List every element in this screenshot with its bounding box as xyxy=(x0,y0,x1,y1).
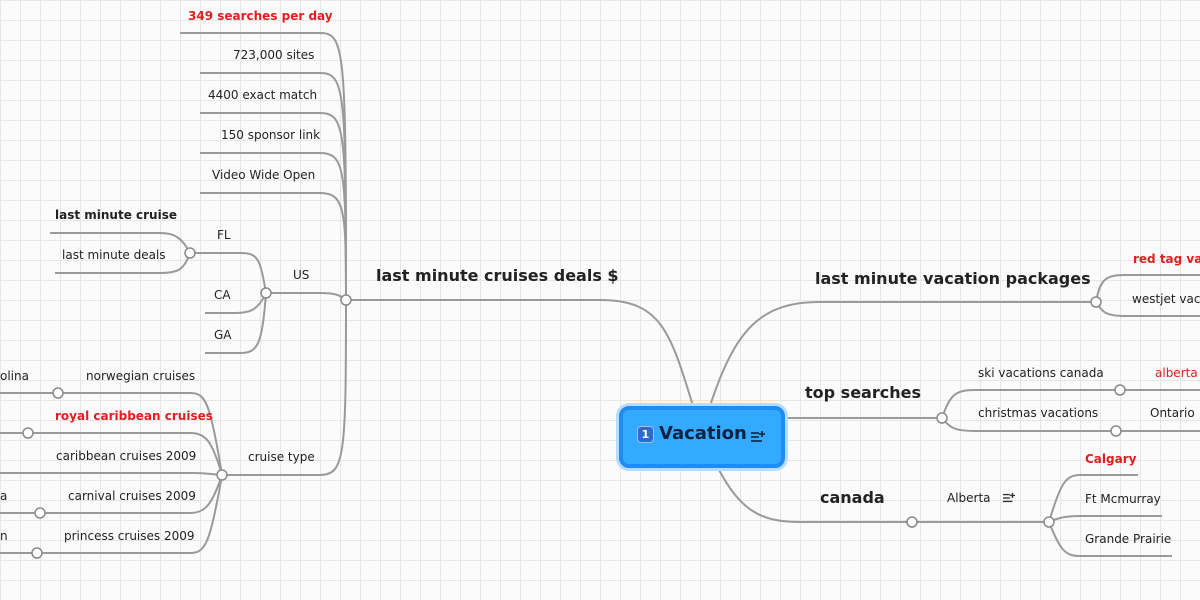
topic-top-searches[interactable]: top searches xyxy=(805,383,921,402)
collapse-handle-alberta xyxy=(1043,516,1055,528)
collapse-handle-carnival xyxy=(34,507,46,519)
collapse-handle-christmas xyxy=(1110,425,1122,437)
connector-carnival xyxy=(40,474,223,514)
connector-video xyxy=(200,192,347,301)
connector-ski xyxy=(941,389,1120,419)
topic-last-minute-vacation-packages[interactable]: last minute vacation packages xyxy=(815,269,1091,288)
collapse-handle-cruises xyxy=(340,294,352,306)
topic-canada[interactable]: canada xyxy=(820,488,885,507)
connector-root-canada xyxy=(717,467,912,523)
connector-norwegian xyxy=(58,392,223,476)
topic-ga[interactable]: GA xyxy=(214,328,232,342)
topic-video-wide-open[interactable]: Video Wide Open xyxy=(212,168,316,182)
topic-150-sponsor-link[interactable]: 150 sponsor link xyxy=(221,128,321,142)
topic-olina-cut[interactable]: olina xyxy=(0,369,29,383)
topic-norwegian-cruises[interactable]: norwegian cruises xyxy=(86,369,196,383)
topic-us[interactable]: US xyxy=(293,268,310,282)
topic-ft-mcmurray[interactable]: Ft Mcmurray xyxy=(1085,492,1161,506)
topic-last-minute-deals[interactable]: last minute deals xyxy=(62,248,166,262)
connector-princess xyxy=(37,474,223,554)
notes-icon[interactable] xyxy=(1002,492,1016,504)
collapse-handle-princess xyxy=(31,547,43,559)
topic-calgary[interactable]: Calgary xyxy=(1085,452,1137,466)
collapse-handle-top-searches xyxy=(936,412,948,424)
topic-349-searches[interactable]: 349 searches per day xyxy=(188,9,333,23)
topic-carnival-cruises-2009[interactable]: carnival cruises 2009 xyxy=(68,489,196,503)
topic-princess-cruises-2009[interactable]: princess cruises 2009 xyxy=(64,529,195,543)
connector-us xyxy=(266,292,347,301)
topic-grande-prairie[interactable]: Grande Prairie xyxy=(1085,532,1172,546)
topic-christmas-vacations[interactable]: christmas vacations xyxy=(978,406,1099,420)
connector-cruise-type xyxy=(222,299,347,476)
connector-root-packages xyxy=(709,301,1096,407)
collapse-handle-packages xyxy=(1090,296,1102,308)
collapse-handle-us xyxy=(260,287,272,299)
connector-sites xyxy=(200,72,347,301)
topic-a-cut[interactable]: a xyxy=(0,489,8,503)
topic-royal-caribbean-cruises[interactable]: royal caribbean cruises xyxy=(55,409,213,423)
topic-723000-sites[interactable]: 723,000 sites xyxy=(233,48,315,62)
topic-last-minute-cruise[interactable]: last minute cruise xyxy=(55,208,177,222)
topic-ski-vacations-canada[interactable]: ski vacations canada xyxy=(978,366,1104,380)
topic-alberta[interactable]: Alberta xyxy=(947,491,991,505)
topic-last-minute-cruises-deals[interactable]: last minute cruises deals $ xyxy=(376,266,619,285)
priority-badge: 1 xyxy=(637,426,654,443)
connector-ga xyxy=(205,292,267,354)
connector-caribbean xyxy=(0,472,223,476)
topic-ontario-sub[interactable]: Ontario xyxy=(1150,406,1195,420)
collapse-handle-fl xyxy=(184,247,196,259)
topic-red-tag-vacations[interactable]: red tag vaca xyxy=(1133,252,1200,266)
collapse-handle-cruise-type xyxy=(216,469,228,481)
connector-grande-prairie xyxy=(1048,521,1172,557)
connector-ft-mcmurray xyxy=(1048,515,1162,523)
topic-ca[interactable]: CA xyxy=(214,288,231,302)
topic-caribbean-cruises-2009[interactable]: caribbean cruises 2009 xyxy=(56,449,197,463)
collapse-handle-canada xyxy=(906,516,918,528)
collapse-handle-ski xyxy=(1114,384,1126,396)
connector-root-cruises xyxy=(346,299,694,407)
root-title: Vacation xyxy=(659,423,747,444)
collapse-handle-olina xyxy=(52,387,64,399)
topic-n-cut[interactable]: n xyxy=(0,529,8,543)
connector-fl xyxy=(190,252,267,294)
notes-icon[interactable] xyxy=(750,430,766,444)
collapse-handle-royal xyxy=(22,427,34,439)
topic-alberta-sub[interactable]: alberta xyxy=(1155,366,1198,380)
topic-cruise-type[interactable]: cruise type xyxy=(248,450,315,464)
connector-red-tag xyxy=(1095,274,1200,303)
topic-fl[interactable]: FL xyxy=(217,228,231,242)
topic-4400-exact-match[interactable]: 4400 exact match xyxy=(208,88,318,102)
connector-royal xyxy=(28,432,223,476)
topic-westjet-vacations[interactable]: westjet vaca xyxy=(1132,292,1200,306)
connector-calgary xyxy=(1048,474,1138,523)
root-node-vacation[interactable]: 1 Vacation xyxy=(619,406,785,468)
